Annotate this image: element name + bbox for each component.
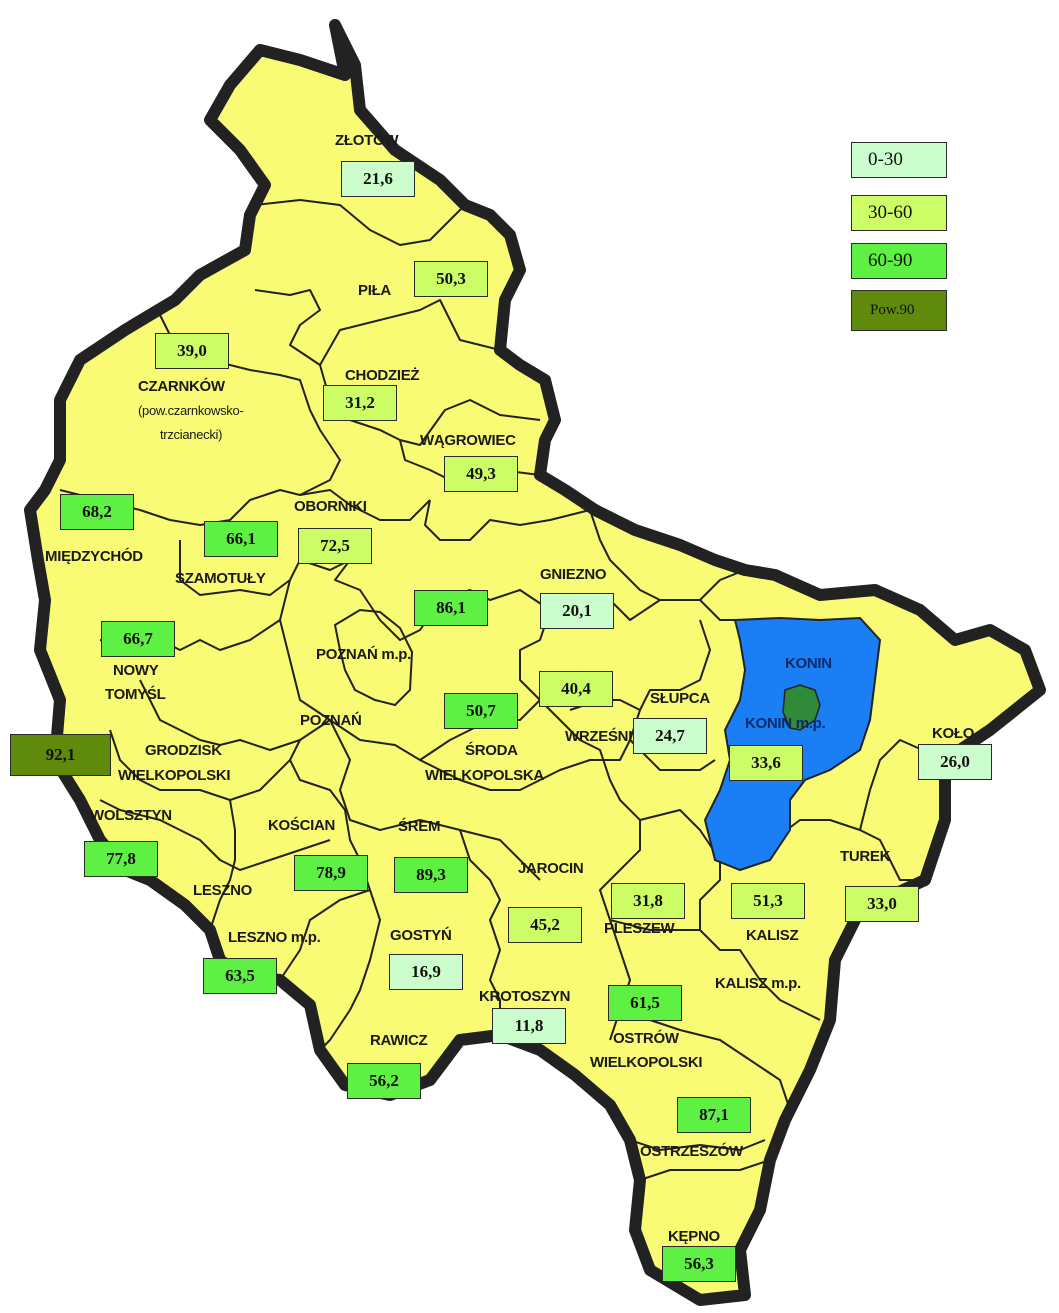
label-jarocin: JAROCIN (518, 860, 584, 877)
label-tomysl: TOMYŚL (105, 686, 166, 703)
label-wolsztyn: WOLSZTYN (90, 807, 172, 824)
label-miedzychod: MIĘDZYCHÓD (45, 548, 143, 565)
label-srem: ŚREM (398, 818, 441, 835)
value-box-krotoszyn: 11,8 (492, 1008, 566, 1044)
value-box-konin-mp: 33,6 (729, 745, 803, 781)
label-grodzisk: GRODZISK (145, 742, 222, 759)
label-nowy: NOWY (113, 662, 159, 679)
label-rawicz: RAWICZ (370, 1032, 428, 1049)
value-box-leszno: 63,5 (203, 958, 277, 994)
value-box-srem: 89,3 (394, 857, 468, 893)
label-slupca: SŁUPCA (650, 690, 710, 707)
label-oborniki: OBORNIKI (294, 498, 367, 515)
label-kolo: KOŁO (932, 725, 975, 742)
label-kalisz: KALISZ (746, 927, 799, 944)
value-box-oborniki: 72,5 (298, 528, 372, 564)
legend-item-0-30: 0-30 (851, 142, 947, 178)
label-wrzesnia: WRZEŚNIA (565, 728, 643, 745)
value-box-miedzychod: 68,2 (60, 494, 134, 530)
value-box-zlotow: 21,6 (341, 161, 415, 197)
legend-item-pow-90: Pow.90 (851, 290, 947, 331)
value-box-wolsztyn: 77,8 (84, 841, 158, 877)
value-box-gostyn: 16,9 (389, 954, 463, 990)
label-ostrow-wielkopolski: WIELKOPOLSKI (590, 1054, 703, 1071)
value-box-ostrzeszow: 87,1 (677, 1097, 751, 1133)
value-box-pleszew: 31,8 (611, 883, 685, 919)
label-szamotuly: SZAMOTUŁY (175, 570, 266, 587)
label-wielkopolski: WIELKOPOLSKI (118, 767, 231, 784)
value-box-wrzesnia: 40,4 (539, 671, 613, 707)
label-zlotow: ZŁOTÓW (335, 132, 399, 149)
value-box-wagrowiec: 49,3 (444, 456, 518, 492)
label-ostrzeszow: OSTRZESZÓW (640, 1143, 743, 1160)
label-sroda: ŚRODA (465, 742, 518, 759)
label-krotoszyn: KROTOSZYN (479, 988, 571, 1005)
label-wielkopolska: WIELKOPOLSKA (425, 767, 544, 784)
label-gostyn: GOSTYŃ (390, 927, 452, 944)
label-leszno: LESZNO (193, 882, 253, 899)
label-chodziez: CHODZIEŻ (345, 367, 420, 384)
value-box-gniezno: 20,1 (540, 593, 614, 629)
value-box-czarnkow: 39,0 (155, 333, 229, 369)
value-box-turek: 33,0 (845, 886, 919, 922)
value-box-chodziez: 31,2 (323, 385, 397, 421)
label-gniezno: GNIEZNO (540, 566, 607, 583)
label-pleszew: PLESZEW (604, 920, 675, 937)
value-box-ostrow: 61,5 (608, 985, 682, 1021)
label-czarnkow: CZARNKÓW (138, 378, 225, 395)
value-box-rawicz: 56,2 (347, 1063, 421, 1099)
value-box-koscian: 78,9 (294, 855, 368, 891)
label-czarnkow-sub2: trzcianecki) (160, 427, 223, 442)
value-box-jarocin: 45,2 (508, 907, 582, 943)
label-konin: KONIN (785, 655, 832, 672)
label-kalisz-mp: KALISZ m.p. (715, 975, 801, 992)
label-leszno-mp: LESZNO m.p. (228, 929, 321, 946)
label-poznan: POZNAŃ (300, 712, 362, 729)
county-boundaries (59, 199, 946, 1181)
konin-county (703, 616, 882, 872)
label-koscian: KOŚCIAN (268, 817, 336, 834)
label-turek: TUREK (840, 848, 891, 865)
value-box-pila: 50,3 (414, 261, 488, 297)
poznan-city (333, 608, 414, 707)
label-ostrow: OSTRÓW (613, 1030, 679, 1047)
value-box-sroda: 50,7 (444, 693, 518, 729)
voivodeship-outline (24, 19, 1046, 1306)
label-czarnkow-sub1: (pow.czarnkowsko- (138, 403, 244, 418)
value-box-kalisz: 51,3 (731, 883, 805, 919)
label-poznan-mp: POZNAŃ m.p. (316, 646, 412, 663)
value-box-kolo: 26,0 (918, 744, 992, 780)
label-kepno: KĘPNO (668, 1228, 720, 1245)
label-wagrowiec: WĄGROWIEC (420, 432, 516, 449)
legend-item-60-90: 60-90 (851, 243, 947, 279)
value-box-poznan-mp: 86,1 (414, 590, 488, 626)
value-box-nowy-tomysl: 66,7 (101, 621, 175, 657)
value-box-grodzisk: 92,1 (10, 734, 111, 776)
value-box-kepno: 56,3 (662, 1246, 736, 1282)
label-pila: PIŁA (358, 282, 391, 299)
konin-city (782, 684, 821, 731)
legend-item-30-60: 30-60 (851, 195, 947, 231)
value-box-slupca: 24,7 (633, 718, 707, 754)
label-konin-mp: KONIN m.p. (745, 715, 826, 732)
value-box-szamotuly: 66,1 (204, 521, 278, 557)
